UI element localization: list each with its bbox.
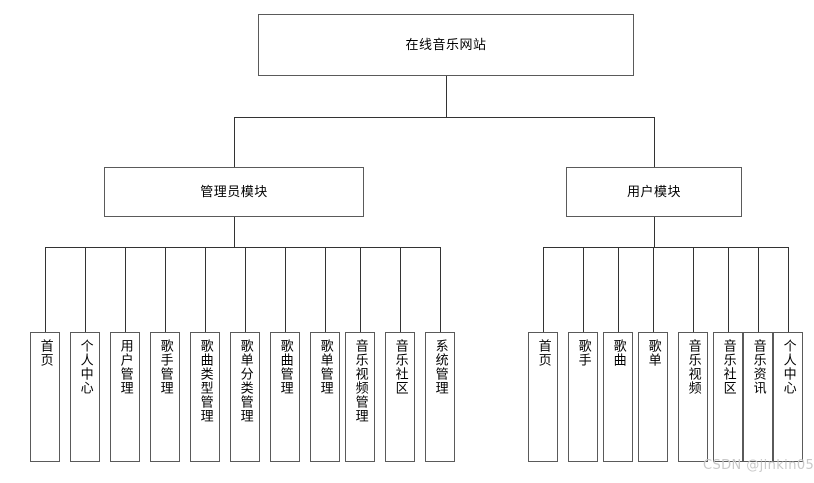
node-user-leaf-6-label: 音乐社区 [720,339,736,395]
node-user-leaf-4-label: 歌单 [645,339,661,367]
node-admin-leaf-2[interactable]: 个人中心 [70,332,100,462]
connector-admin-stem [234,217,235,247]
connector-user-bus [543,247,788,248]
node-user-leaf-5-label: 音乐视频 [685,339,701,395]
connector-admin-leaf-8 [325,247,326,332]
node-admin-leaf-11-label: 系统管理 [432,339,448,395]
node-admin-leaf-10-label: 音乐社区 [392,339,408,395]
connector-admin-leaf-5 [205,247,206,332]
node-user-leaf-6[interactable]: 音乐社区 [713,332,743,462]
node-admin-leaf-3-label: 用户管理 [117,339,133,395]
connector-admin-leaf-4 [165,247,166,332]
node-admin-leaf-7[interactable]: 歌曲管理 [270,332,300,462]
connector-admin-leaf-2 [85,247,86,332]
connector-user-leaf-8 [788,247,789,332]
connector-admin-leaf-3 [125,247,126,332]
node-admin-leaf-2-label: 个人中心 [77,339,93,395]
connector-user-leaf-6 [728,247,729,332]
node-user-leaf-1[interactable]: 首页 [528,332,558,462]
connector-level1-bus [234,117,654,118]
node-user-leaf-8-label: 个人中心 [780,339,796,395]
connector-user-leaf-3 [618,247,619,332]
node-admin-leaf-9[interactable]: 音乐视频管理 [345,332,375,462]
node-user-leaf-5[interactable]: 音乐视频 [678,332,708,462]
node-admin-leaf-6[interactable]: 歌单分类管理 [230,332,260,462]
node-user-leaf-7[interactable]: 音乐资讯 [743,332,773,462]
connector-user-leaf-5 [693,247,694,332]
connector-admin-leaf-6 [245,247,246,332]
node-user-module[interactable]: 用户模块 [566,167,742,217]
node-admin-leaf-6-label: 歌单分类管理 [237,339,253,423]
node-user-leaf-2[interactable]: 歌手 [568,332,598,462]
node-user-leaf-1-label: 首页 [535,339,551,367]
node-admin-module-label: 管理员模块 [200,184,268,200]
node-admin-module[interactable]: 管理员模块 [104,167,364,217]
node-admin-leaf-1[interactable]: 首页 [30,332,60,462]
connector-admin-leaf-1 [45,247,46,332]
node-user-leaf-2-label: 歌手 [575,339,591,367]
connector-user-stem [654,217,655,247]
connector-user-leaf-1 [543,247,544,332]
node-admin-leaf-4-label: 歌手管理 [157,339,173,395]
connector-user-leaf-7 [758,247,759,332]
node-admin-leaf-1-label: 首页 [37,339,53,367]
node-admin-leaf-4[interactable]: 歌手管理 [150,332,180,462]
node-admin-leaf-7-label: 歌曲管理 [277,339,293,395]
connector-admin-drop [234,117,235,167]
watermark: CSDN @jinkin05 [703,458,814,473]
node-user-leaf-7-label: 音乐资讯 [750,339,766,395]
connector-admin-leaf-7 [285,247,286,332]
connector-admin-leaf-11 [440,247,441,332]
node-admin-leaf-11[interactable]: 系统管理 [425,332,455,462]
node-user-leaf-4[interactable]: 歌单 [638,332,668,462]
connector-user-leaf-2 [583,247,584,332]
node-admin-leaf-10[interactable]: 音乐社区 [385,332,415,462]
connector-user-drop [654,117,655,167]
node-user-leaf-3[interactable]: 歌曲 [603,332,633,462]
connector-root-stem [446,76,447,117]
node-admin-leaf-3[interactable]: 用户管理 [110,332,140,462]
node-user-module-label: 用户模块 [626,184,681,200]
node-admin-leaf-5[interactable]: 歌曲类型管理 [190,332,220,462]
node-root[interactable]: 在线音乐网站 [258,14,634,76]
connector-admin-leaf-9 [360,247,361,332]
node-admin-leaf-8-label: 歌单管理 [317,339,333,395]
node-root-label: 在线音乐网站 [405,37,487,53]
connector-admin-leaf-10 [400,247,401,332]
node-user-leaf-3-label: 歌曲 [610,339,626,367]
connector-admin-bus [45,247,440,248]
node-user-leaf-8[interactable]: 个人中心 [773,332,803,462]
node-admin-leaf-9-label: 音乐视频管理 [352,339,368,423]
node-admin-leaf-5-label: 歌曲类型管理 [197,339,213,423]
connector-user-leaf-4 [653,247,654,332]
node-admin-leaf-8[interactable]: 歌单管理 [310,332,340,462]
